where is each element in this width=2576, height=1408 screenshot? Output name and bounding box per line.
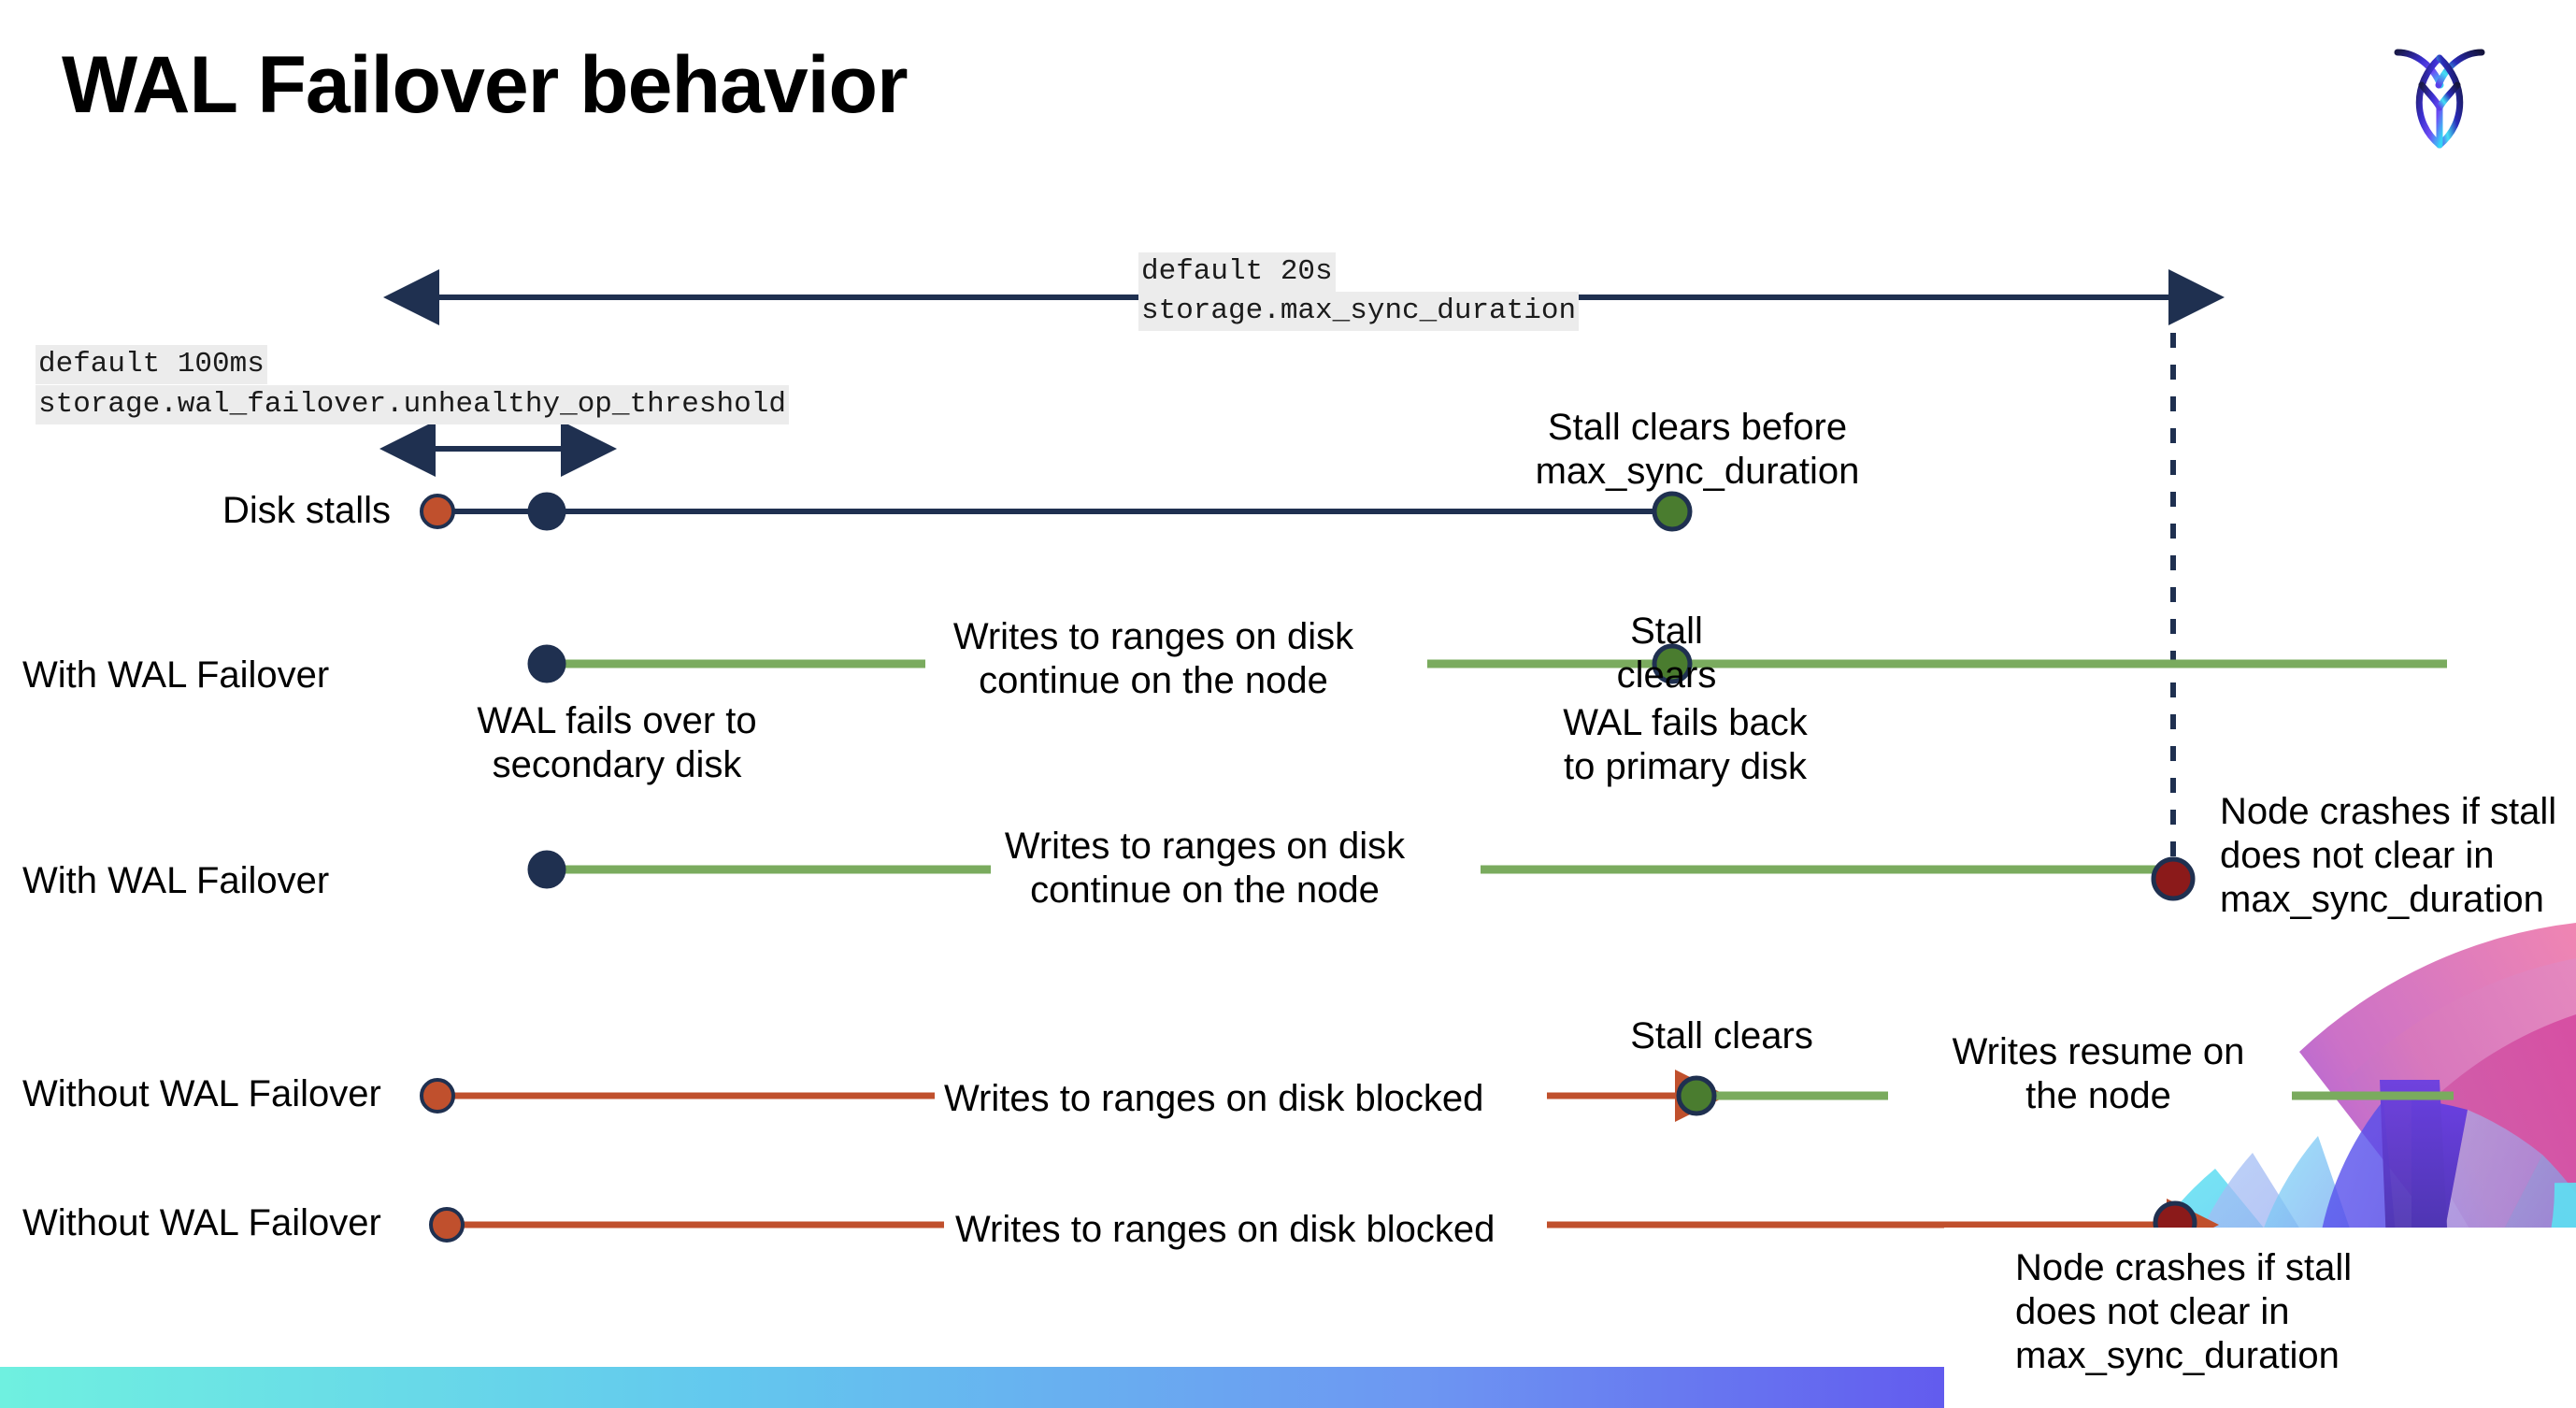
max-sync-duration-setting-chip: storage.max_sync_duration (1138, 292, 1580, 331)
row-label-without-wal-failover-2: Without WAL Failover (22, 1202, 381, 1243)
node-crash-callout-box: Node crashes if stall does not clear in … (1944, 1228, 2576, 1408)
max-sync-duration-default-chip: default 20s (1138, 252, 1336, 292)
row-label-without-wal-failover-1: Without WAL Failover (22, 1073, 381, 1114)
row-label-disk-stalls: Disk stalls (222, 490, 392, 531)
row-without-wal-failover-1-track (420, 1070, 2454, 1122)
annotation-wal-fails-over: WAL fails over to secondary disk (477, 700, 757, 786)
stall-clear-dot (1676, 1075, 1717, 1116)
row-label-with-wal-failover-2: With WAL Failover (22, 860, 330, 901)
stall-start-dot (420, 1078, 455, 1113)
stall-start-dot (429, 1207, 465, 1243)
annotation-stall-clears-before: Stall clears before max_sync_duration (1535, 407, 1860, 493)
failover-threshold-dot (527, 492, 566, 531)
annotation-writes-continue-2: Writes to ranges on disk continue on the… (1004, 826, 1406, 912)
annotation-writes-resume: Writes resume on the node (1952, 1031, 2245, 1117)
page-title: WAL Failover behavior (62, 40, 909, 130)
node-crash-dot (2151, 856, 2196, 901)
annotation-stall-clears-2: Stall clears (1630, 1015, 1813, 1056)
annotation-writes-blocked-1: Writes to ranges on disk blocked (944, 1078, 1484, 1119)
annotation-node-crashes-1: Node crashes if stall does not clear in … (2220, 791, 2557, 921)
row-with-wal-failover-1-track (527, 643, 2447, 684)
annotation-node-crashes-2: Node crashes if stall does not clear in … (2015, 1247, 2353, 1377)
stall-clear-dot (1652, 491, 1693, 532)
annotation-writes-blocked-2: Writes to ranges on disk blocked (955, 1209, 1496, 1250)
failover-start-dot (527, 644, 566, 683)
row-disk-stalls-track (420, 491, 1693, 532)
stall-start-dot (420, 494, 455, 529)
stall-clear-dot (1652, 643, 1693, 684)
annotation-wal-fails-back: WAL fails back to primary disk (1563, 702, 1808, 788)
failover-start-dot (527, 850, 566, 889)
unhealthy-op-threshold-default-chip: default 100ms (36, 345, 267, 384)
row-with-wal-failover-2-track (527, 850, 2196, 901)
annotation-stall-clears-1: Stall clears (1616, 611, 1717, 697)
cockroachdb-logo-icon (2388, 33, 2491, 150)
row-label-with-wal-failover-1: With WAL Failover (22, 654, 330, 696)
unhealthy-op-threshold-setting-chip: storage.wal_failover.unhealthy_op_thresh… (36, 385, 789, 424)
annotation-writes-continue-1: Writes to ranges on disk continue on the… (952, 616, 1354, 702)
